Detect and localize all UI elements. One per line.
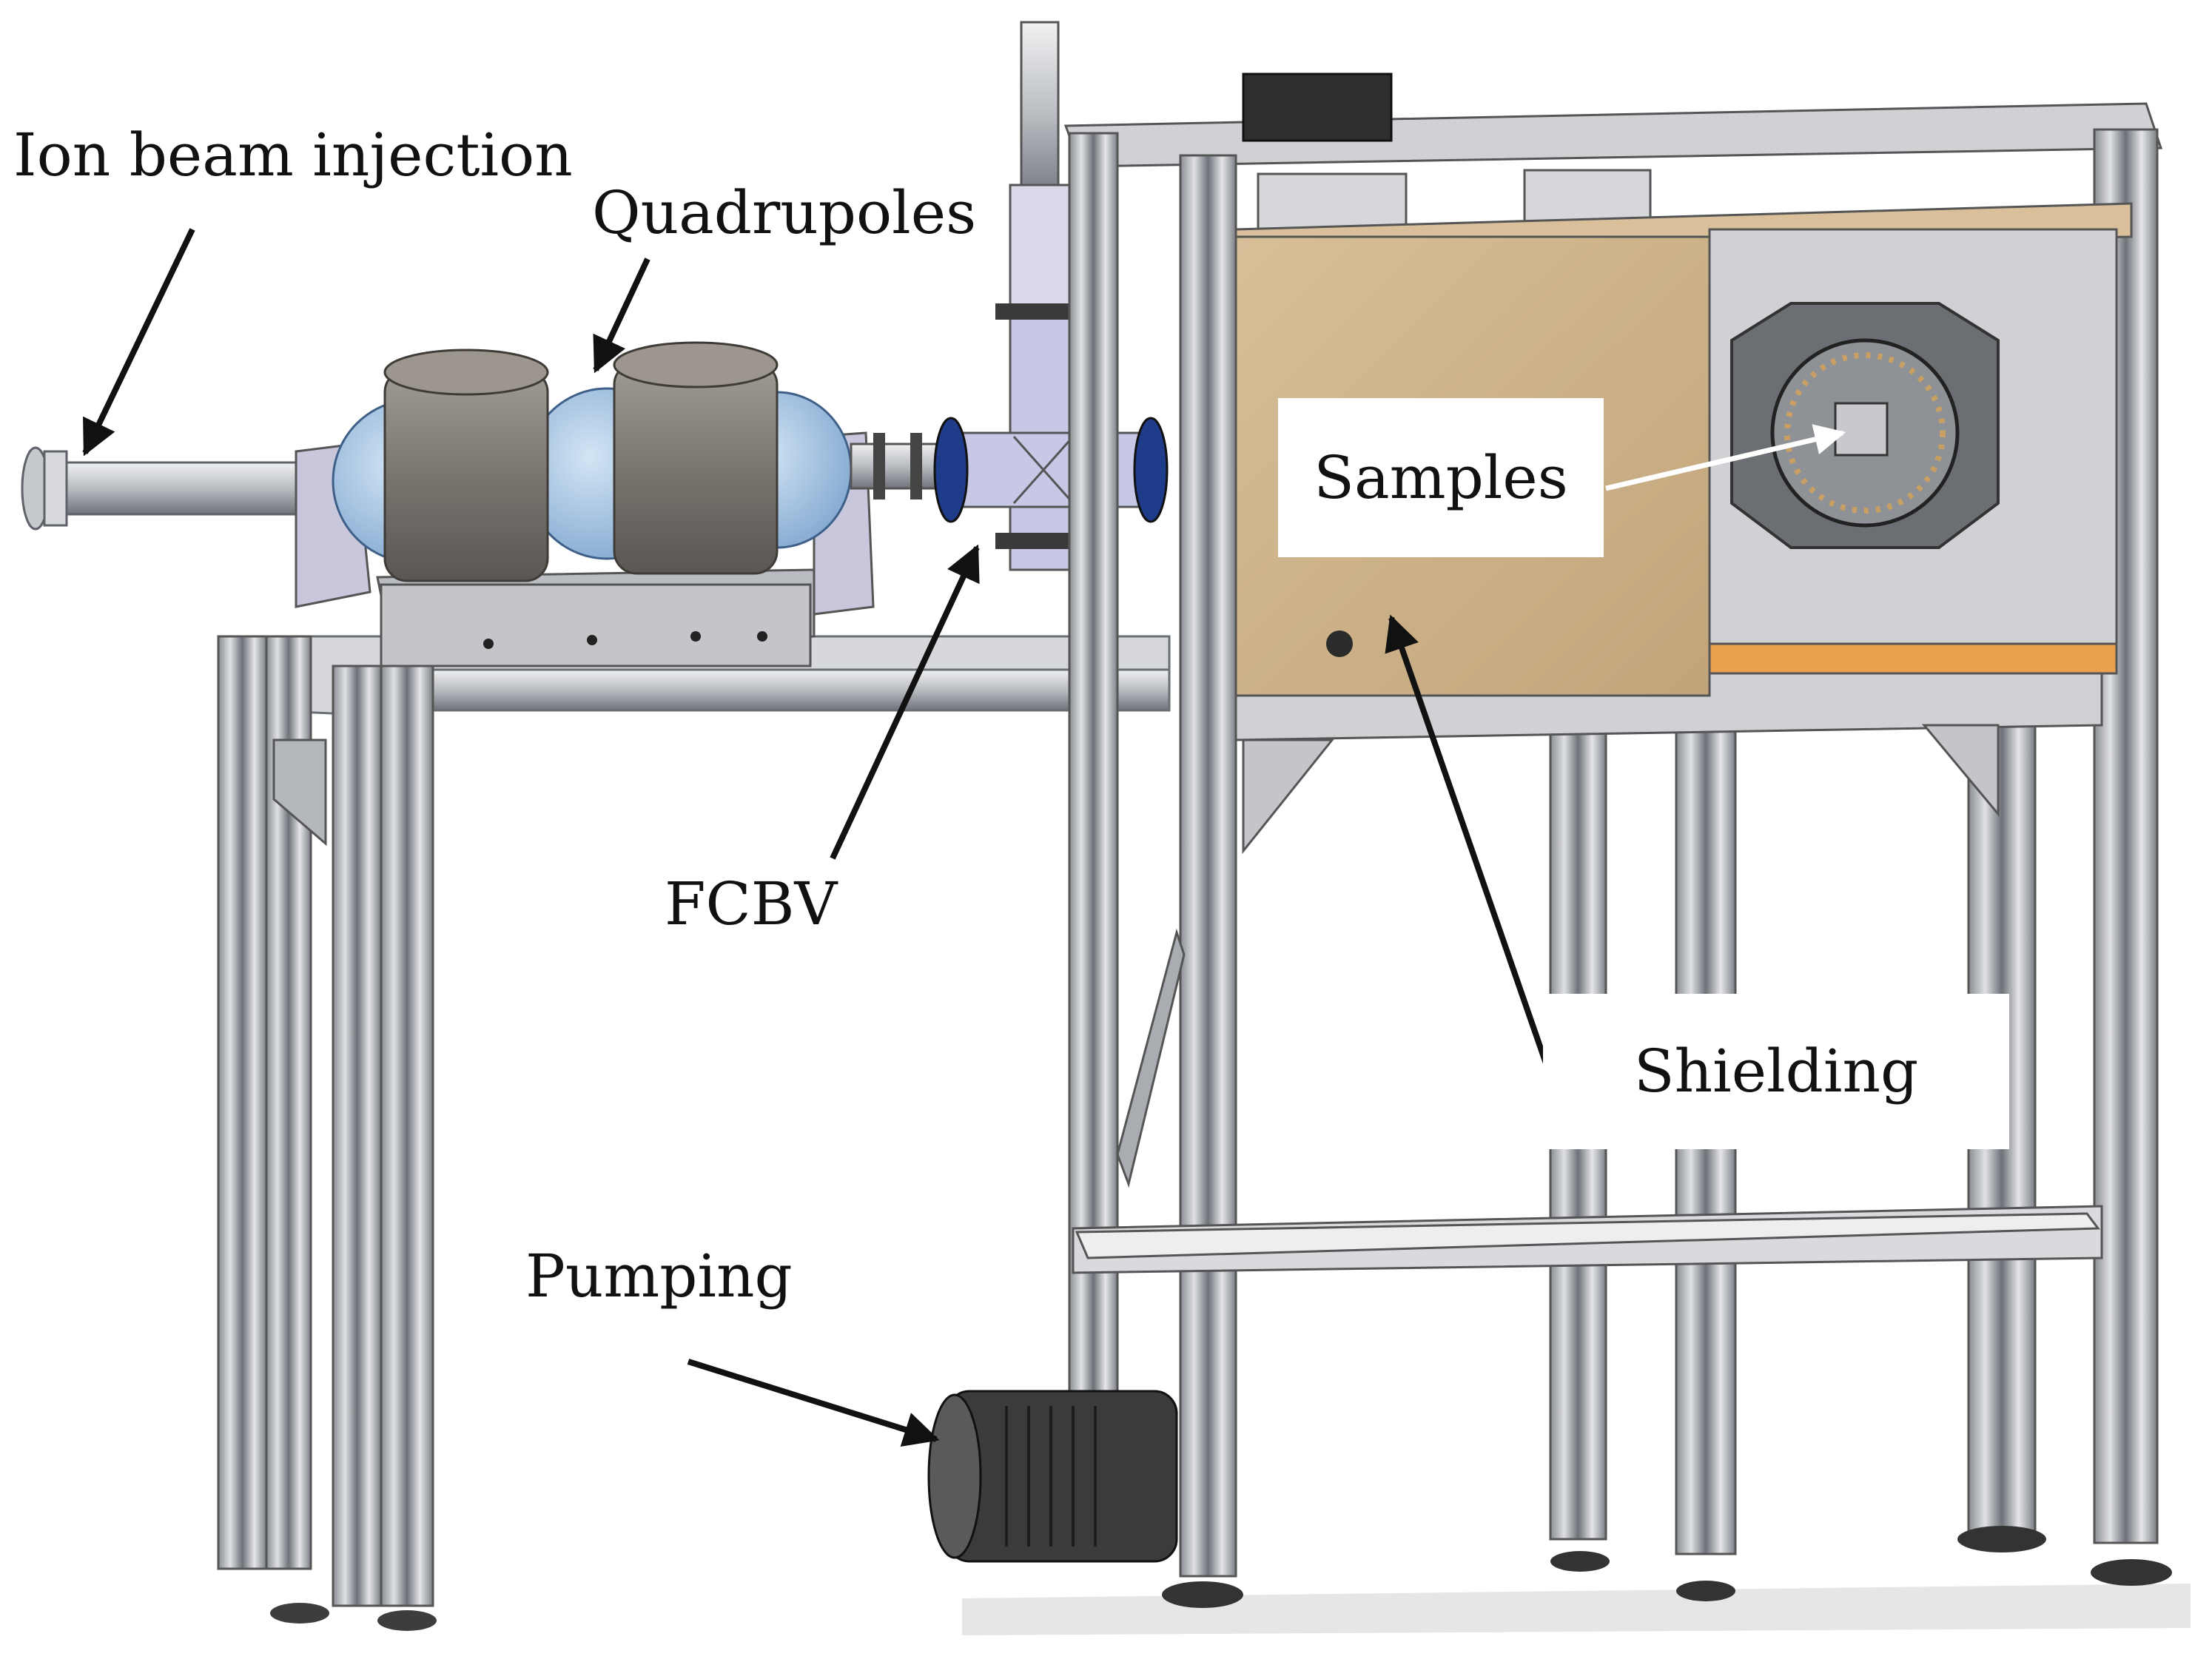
arrow-ion-beam-injection — [82, 228, 195, 457]
label-shielding: Shielding — [1543, 994, 2009, 1149]
label-ion-beam-injection: Ion beam injection — [13, 121, 573, 189]
arrow-shielding — [1385, 614, 1550, 1067]
lower-shelf — [1075, 1212, 2100, 1259]
label-samples-text: Samples — [1314, 443, 1568, 512]
label-shielding-text: Shielding — [1633, 1037, 1919, 1106]
annotation-arrows — [82, 228, 1846, 1447]
beamline-table-frame — [217, 635, 1171, 1631]
label-quadrupoles: Quadrupoles — [592, 178, 977, 247]
vacuum-cross — [933, 21, 1169, 571]
label-fcbv: FCBV — [665, 869, 838, 938]
arrow-pumping — [687, 1359, 940, 1447]
floor-shadow — [962, 1584, 2191, 1635]
label-samples: Samples — [1278, 398, 1604, 557]
vacuum-pump — [927, 1390, 1178, 1563]
arrow-samples — [1605, 424, 1846, 491]
shielding-box — [1234, 202, 2133, 697]
quadrupole-magnets — [332, 341, 853, 582]
arrow-quadrupoles — [593, 258, 651, 374]
arrow-fcbv — [830, 544, 980, 860]
label-pumping: Pumping — [525, 1242, 793, 1311]
